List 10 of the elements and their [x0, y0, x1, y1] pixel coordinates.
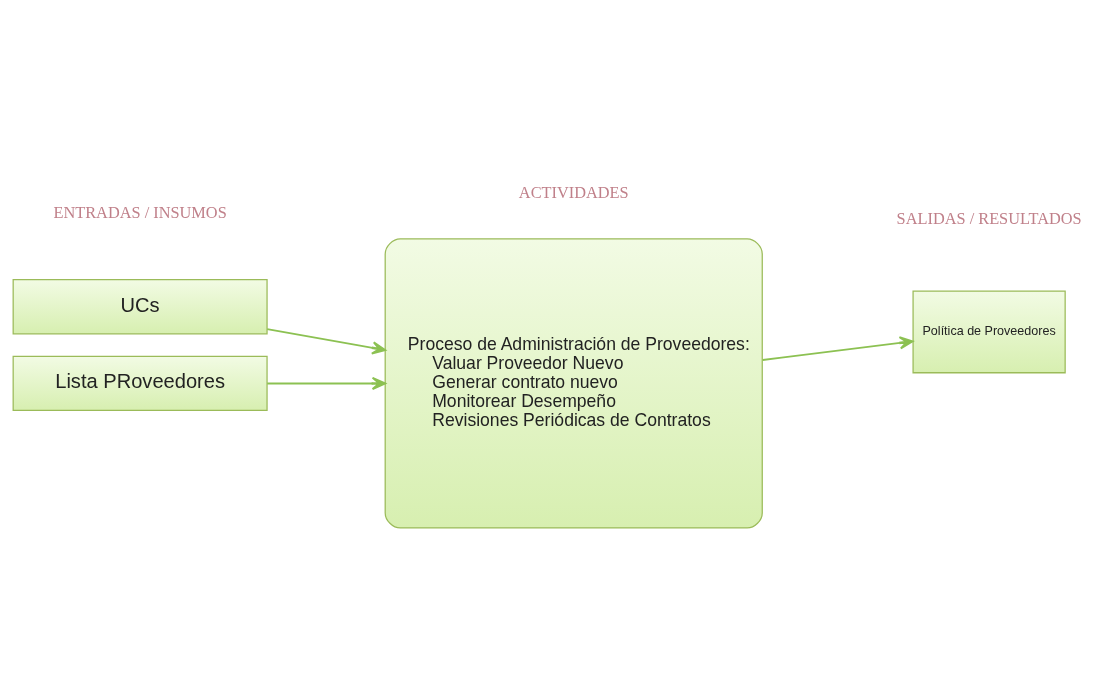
label: SALIDAS / RESULTADOS: [896, 208, 1082, 228]
node-box: Política de Proveedores: [912, 289, 1066, 373]
arrow: [761, 335, 914, 361]
node-box: UCs: [12, 278, 268, 334]
label: ACTIVIDADES: [518, 182, 629, 202]
node-box: Lista PRoveedores: [12, 355, 268, 411]
arrow: [266, 376, 387, 390]
label: ENTRADAS / INSUMOS: [53, 202, 227, 222]
node-box: Proceso de Administración de Proveedores: Valuar Proveedor Nuevo Generar contrato nuevo Monitorear Desempeño Revisiones Periódicas de Contratos: [384, 237, 763, 529]
arrow: [266, 327, 387, 354]
